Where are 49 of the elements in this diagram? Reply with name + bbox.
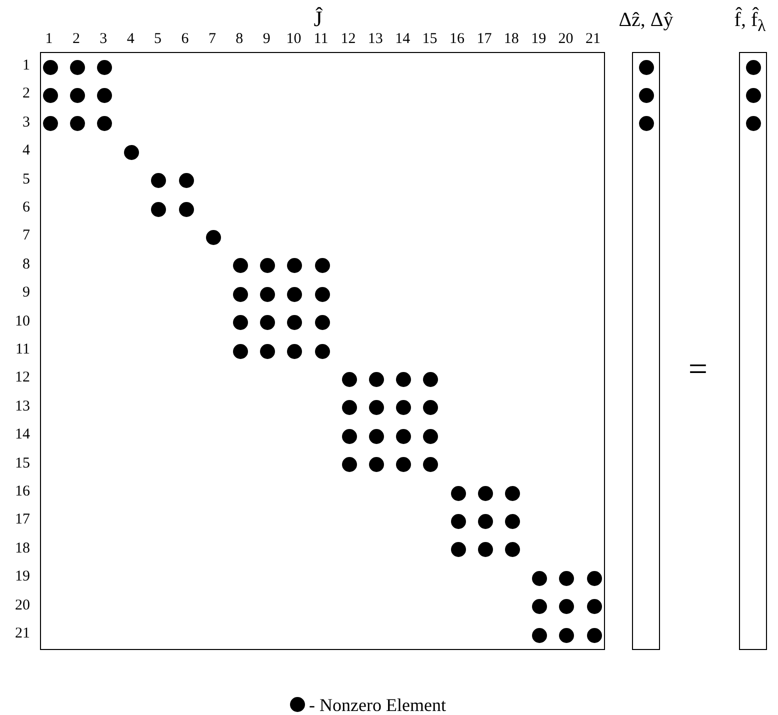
row-number: 19 — [15, 570, 30, 585]
row-number: 16 — [15, 484, 30, 500]
matrix-heading: Ĵ — [314, 8, 322, 30]
column-number: 18 — [504, 32, 519, 47]
row-number: 20 — [15, 598, 30, 614]
column-number: 7 — [208, 32, 216, 47]
column-number: 1 — [45, 32, 53, 47]
column-number: 11 — [314, 32, 328, 47]
row-number: 14 — [15, 428, 30, 443]
column-number: 21 — [586, 32, 600, 47]
row-number: 7 — [22, 228, 30, 244]
column-number: 16 — [450, 32, 464, 47]
row-number: 6 — [22, 200, 30, 216]
column-number: 19 — [531, 32, 546, 47]
vector-frame — [739, 52, 767, 650]
column-number: 4 — [126, 32, 134, 47]
row-number: 12 — [15, 370, 30, 386]
row-number: 17 — [15, 512, 30, 528]
equals-sign: = — [688, 353, 708, 387]
vector-frame — [632, 52, 660, 650]
column-number: 13 — [368, 32, 383, 47]
row-number: 15 — [15, 456, 30, 472]
column-number: 12 — [340, 32, 356, 47]
row-number: 10 — [15, 314, 30, 330]
row-number: 1 — [22, 58, 30, 74]
matrix-heading: Δẑ, Δŷ — [618, 10, 674, 30]
row-number: 9 — [22, 286, 30, 301]
row-number: 3 — [22, 115, 30, 130]
row-number: 11 — [16, 342, 30, 358]
column-number: 20 — [558, 32, 574, 47]
column-number: 5 — [154, 32, 162, 47]
column-number: 8 — [236, 32, 244, 47]
matrix-frame — [40, 52, 605, 650]
row-number: 8 — [22, 257, 30, 272]
row-number: 21 — [15, 626, 30, 642]
column-number: 9 — [262, 32, 270, 47]
row-number: 13 — [15, 399, 30, 414]
legend-text: - Nonzero Element — [309, 696, 446, 714]
row-number: 4 — [22, 144, 30, 159]
column-number: 15 — [422, 32, 438, 47]
column-number: 2 — [72, 32, 80, 47]
row-number: 5 — [22, 172, 30, 188]
column-number: 3 — [100, 32, 108, 47]
row-number: 18 — [15, 541, 30, 556]
column-number: 6 — [181, 32, 189, 47]
row-number: 2 — [22, 86, 30, 102]
column-number: 14 — [395, 32, 410, 47]
column-number: 10 — [286, 32, 302, 47]
column-number: 17 — [476, 32, 492, 47]
